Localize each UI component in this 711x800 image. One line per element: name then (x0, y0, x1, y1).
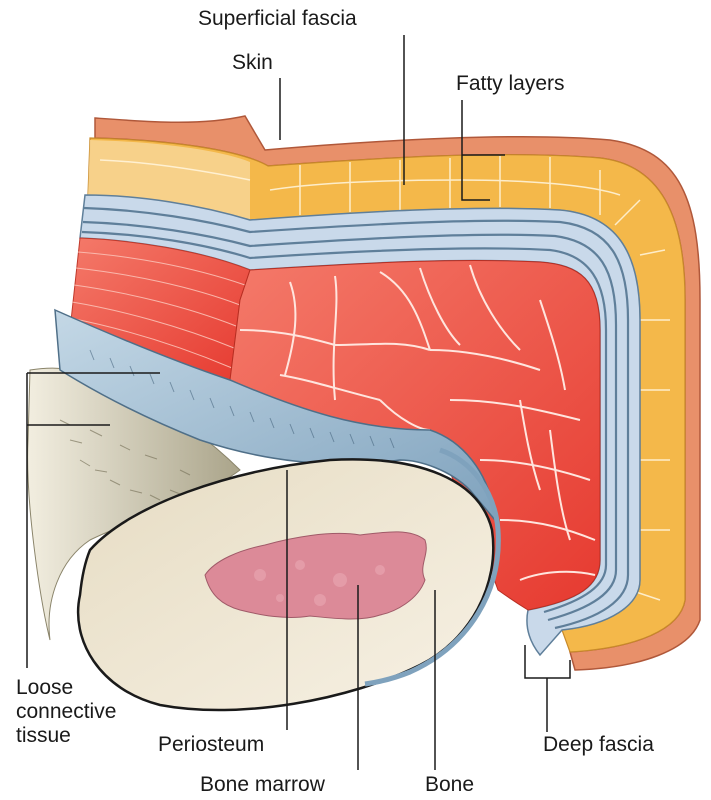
label-skin: Skin (232, 51, 273, 75)
label-fatty-layers: Fatty layers (456, 72, 565, 96)
label-bone-marrow: Bone marrow (200, 773, 325, 797)
label-loose-connective-tissue: Loose connective tissue (16, 676, 116, 748)
deep-fascia-bracket (525, 645, 570, 732)
label-loose-line-2: connective (16, 700, 116, 724)
label-deep-fascia: Deep fascia (543, 733, 654, 757)
label-superficial-fascia: Superficial fascia (198, 7, 357, 31)
label-loose-line-1: Loose (16, 676, 116, 700)
label-loose-line-3: tissue (16, 724, 116, 748)
label-periosteum: Periosteum (158, 733, 264, 757)
label-bone: Bone (425, 773, 474, 797)
